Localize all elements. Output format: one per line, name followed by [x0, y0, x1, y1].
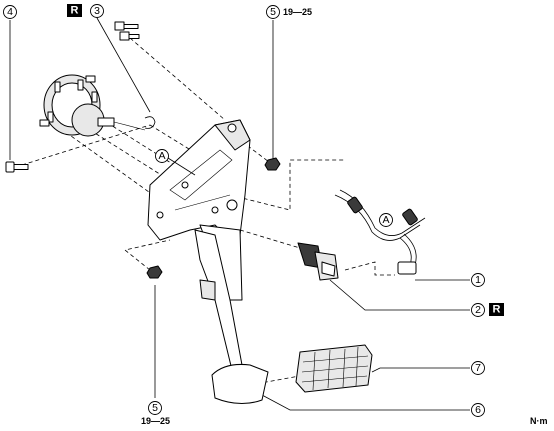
callout-7: 7: [471, 361, 485, 375]
pedal-bracket-bolt: [5, 161, 29, 173]
svg-text:A: A: [158, 150, 165, 162]
pedal-pad-6: [211, 364, 269, 404]
clip: [144, 116, 156, 129]
svg-text:2: 2: [475, 304, 481, 316]
svg-text:7: 7: [475, 362, 481, 374]
svg-text:5: 5: [270, 6, 276, 18]
callout-5-top: 5: [266, 5, 280, 19]
brake-pedal-arm: [194, 229, 243, 371]
callout-5-bottom: 5: [148, 401, 162, 415]
replace-marker-switch: R: [489, 303, 504, 316]
wire-harness: [334, 189, 426, 275]
ref-marker-a-bracket: A: [155, 149, 196, 176]
ref-marker-a-harness: A: [379, 213, 393, 227]
callout-1: 1: [471, 273, 485, 287]
brake-booster: [39, 74, 146, 137]
svg-text:4: 4: [7, 6, 13, 18]
svg-text:5: 5: [152, 402, 158, 414]
svg-text:A: A: [382, 214, 389, 226]
upper-bolts: [114, 21, 140, 41]
nut-top: [264, 157, 281, 171]
torque-top: 19—25: [283, 7, 312, 17]
brake-switch: [297, 242, 339, 281]
callout-2: 2: [471, 303, 485, 317]
callout-leaders: [9, 17, 470, 411]
pedal-bracket: [147, 119, 251, 301]
callout-4: 4: [3, 5, 17, 19]
svg-text:R: R: [71, 5, 79, 17]
svg-text:R: R: [493, 304, 501, 316]
callout-6: 6: [471, 403, 485, 417]
svg-text:3: 3: [94, 5, 100, 17]
callout-3: 3: [90, 4, 104, 18]
pedal-pad-rubber-7: [295, 344, 373, 393]
torque-bottom: 19—25: [141, 416, 170, 426]
torque-unit: N·m: [530, 416, 548, 426]
svg-text:1: 1: [475, 274, 481, 286]
svg-text:6: 6: [475, 404, 481, 416]
replace-marker-top: R: [67, 4, 82, 17]
nut-bottom: [146, 265, 163, 279]
